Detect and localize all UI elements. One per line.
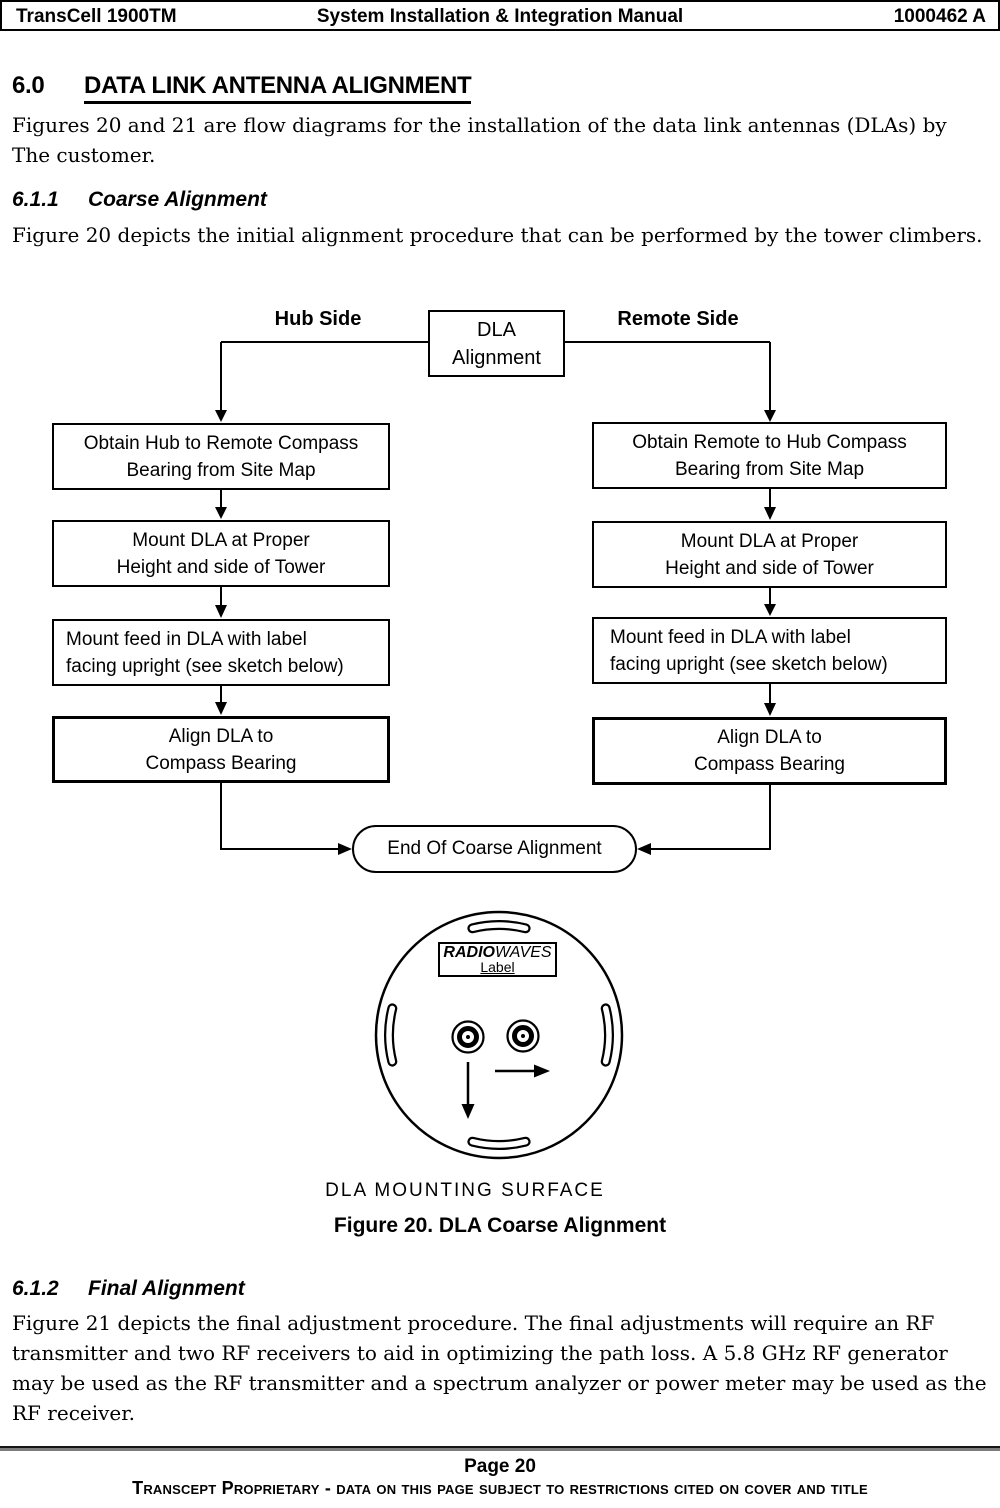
radiowaves-label-box: RADIOWAVES Label	[438, 942, 557, 977]
sketch-caption: DLA MOUNTING SURFACE	[325, 1180, 605, 1201]
flow-step-line: Height and side of Tower	[665, 557, 874, 579]
section-number: 6.1.1	[12, 188, 59, 211]
orientation-arrow-right	[495, 1064, 550, 1078]
remote-side-label: Remote Side	[617, 308, 739, 330]
flow-step-line: Alignment	[452, 346, 541, 369]
page-header: TransCell 1900TM System Installation & I…	[0, 0, 1000, 31]
section-6-1-2-heading: 6.1.2 Final Alignment	[12, 1277, 245, 1301]
flow-step-line: Compass Bearing	[693, 754, 846, 775]
brand-light-part: WAVES	[494, 944, 552, 961]
flow-step-line: Obtain Remote to Hub Compass	[632, 431, 907, 453]
section-title: Coarse Alignment	[88, 188, 267, 211]
header-document-title: System Installation & Integration Manual	[316, 6, 684, 27]
section-number: 6.1.2	[12, 1277, 59, 1300]
flow-step-hub-obtain-bearing: Obtain Hub to Remote Compass Bearing fro…	[52, 423, 390, 490]
flow-step-dla-alignment: DLA Alignment	[428, 310, 565, 377]
header-product-name: TransCell 1900TM	[16, 6, 177, 27]
flow-step-hub-mount-feed: Mount feed in DLA with label facing upri…	[52, 619, 390, 686]
flow-end-terminator: End Of Coarse Alignment	[352, 825, 637, 873]
section-title: Final Alignment	[88, 1277, 245, 1300]
flow-step-line: facing upright (see sketch below)	[610, 653, 888, 675]
radiowaves-brand: RADIOWAVES	[440, 944, 555, 961]
hub-side-label: Hub Side	[274, 308, 362, 330]
flow-step-line: Mount DLA at Proper	[132, 529, 310, 551]
label-text: Label	[480, 959, 515, 975]
footer-proprietary-notice: Transcept Proprietary - data on this pag…	[132, 1478, 868, 1498]
flow-step-line: Bearing from Site Map	[674, 458, 865, 480]
flow-step-line: Mount DLA at Proper	[680, 530, 859, 552]
footer-page-number: Page 20	[464, 1456, 536, 1477]
section-6-1-1-heading: 6.1.1 Coarse Alignment	[12, 188, 267, 212]
flow-step-hub-mount-dla: Mount DLA at Proper Height and side of T…	[52, 520, 390, 587]
section-title: DATA LINK ANTENNA ALIGNMENT	[84, 72, 472, 104]
flow-step-line: Bearing from Site Map	[126, 459, 316, 481]
header-doc-number: 1000462 A	[893, 6, 986, 27]
flow-step-remote-align-dla: Align DLA to Compass Bearing	[592, 717, 947, 785]
flow-step-line: Mount feed in DLA with label	[610, 626, 851, 648]
flow-step-hub-align-dla: Align DLA to Compass Bearing	[52, 716, 390, 783]
section-number: 6.0	[12, 72, 45, 99]
footer-divider	[0, 1446, 1000, 1451]
paragraph-intro: Figures 20 and 21 are flow diagrams for …	[12, 113, 947, 167]
flow-step-line: Align DLA to	[717, 727, 822, 748]
section-6-0-heading: 6.0 DATA LINK ANTENNA ALIGNMENT	[12, 72, 472, 104]
flow-step-line: Align DLA to	[168, 725, 274, 747]
feed-connector-left	[451, 1020, 485, 1054]
orientation-arrow-down	[461, 1062, 475, 1119]
flow-step-remote-mount-dla: Mount DLA at Proper Height and side of T…	[592, 521, 947, 588]
flow-step-line: Mount feed in DLA with label	[66, 628, 307, 650]
flow-step-remote-mount-feed: Mount feed in DLA with label facing upri…	[592, 617, 947, 684]
flow-step-line: DLA	[477, 318, 516, 341]
flow-step-line: Obtain Hub to Remote Compass	[83, 432, 359, 454]
figure-20-caption: Figure 20. DLA Coarse Alignment	[333, 1214, 667, 1237]
flow-step-line: facing upright (see sketch below)	[66, 655, 344, 677]
flow-step-line: Compass Bearing	[145, 752, 297, 774]
paragraph-coarse-alignment: Figure 20 depicts the initial alignment …	[12, 223, 983, 247]
brand-bold-part: RADIO	[443, 944, 495, 961]
paragraph-final-alignment: Figure 21 depicts the final adjustment p…	[12, 1311, 987, 1425]
flow-step-line: Height and side of Tower	[116, 556, 326, 578]
feed-connector-right	[506, 1019, 540, 1053]
flow-step-remote-obtain-bearing: Obtain Remote to Hub Compass Bearing fro…	[592, 422, 947, 489]
